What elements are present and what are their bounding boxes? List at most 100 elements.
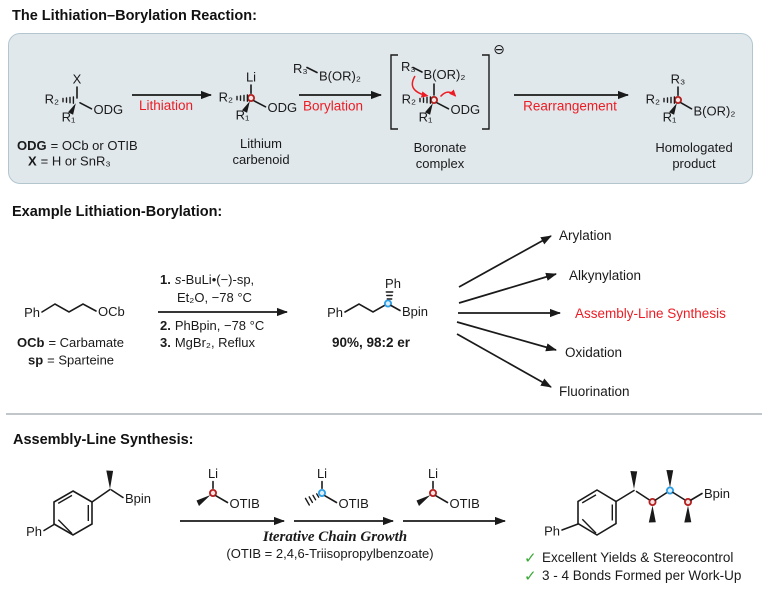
iterative-chain-growth-caption: Iterative Chain Growth bbox=[262, 529, 407, 545]
bpin-label: Bpin bbox=[704, 486, 730, 501]
yield-label: 90%, 98:2 er bbox=[332, 335, 411, 350]
bond bbox=[654, 491, 668, 501]
wedge-bond bbox=[242, 101, 250, 113]
fan-arrow bbox=[456, 333, 552, 388]
double-bond bbox=[57, 494, 89, 535]
bond bbox=[412, 66, 423, 73]
bond bbox=[110, 489, 124, 499]
section3-title: Assembly-Line Synthesis: bbox=[13, 432, 194, 448]
step-label-rearrangement: Rearrangement bbox=[523, 99, 617, 114]
bond-chain bbox=[344, 303, 387, 313]
hash-bond bbox=[419, 96, 432, 104]
otib-label: OTIB bbox=[230, 496, 260, 511]
bond bbox=[253, 100, 267, 108]
odg-label: ODG bbox=[94, 102, 124, 117]
step-number: 1. bbox=[160, 272, 171, 287]
reagent-carbenoid-2: Li OTIB bbox=[304, 466, 369, 511]
r1-label: R₁ bbox=[62, 110, 76, 125]
bracket-right bbox=[482, 54, 490, 130]
ocb-term: OCb bbox=[17, 335, 45, 350]
odg-label: ODG bbox=[451, 102, 481, 117]
branch-oxidation: Oxidation bbox=[565, 345, 622, 360]
r2-label: R₂ bbox=[45, 92, 59, 107]
odg-definition: ODG= OCb or OTIB bbox=[17, 138, 138, 153]
structure-homologated-product: R₃ R₂ R₁ B(OR)₂ Homologated product bbox=[646, 72, 736, 172]
structure-assembly-product: Ph Bpin bbox=[544, 470, 730, 539]
stereocenter-dot-red bbox=[209, 489, 217, 497]
ph-label: Ph bbox=[544, 524, 560, 539]
wedge-bond-methyl bbox=[684, 505, 692, 523]
odg-term: ODG bbox=[17, 138, 47, 153]
r1-label: R₁ bbox=[419, 110, 433, 125]
benzene-ring bbox=[53, 490, 93, 536]
caption-line1: Lithium bbox=[240, 136, 282, 151]
caption-line2: carbenoid bbox=[232, 152, 289, 167]
li-label: Li bbox=[428, 466, 438, 481]
ph-substituent-label: Ph bbox=[385, 276, 401, 291]
bond bbox=[91, 488, 111, 503]
step-label-lithiation: Lithiation bbox=[139, 98, 193, 113]
li-label: Li bbox=[246, 70, 256, 85]
benzene-ring bbox=[577, 489, 617, 536]
sp-definition: sp= Sparteine bbox=[28, 353, 114, 368]
fan-arrow bbox=[458, 235, 552, 288]
otib-label: OTIB bbox=[450, 496, 480, 511]
wedge-bond-methyl bbox=[630, 471, 638, 489]
sp-rest: = Sparteine bbox=[47, 353, 114, 368]
r2-label: R₂ bbox=[402, 92, 416, 107]
structure-starting-material: X R₂ R₁ ODG bbox=[45, 72, 124, 125]
wedge-bond-methyl bbox=[106, 470, 114, 489]
bond bbox=[672, 491, 686, 501]
reagent-text: MgBr₂, Reflux bbox=[175, 335, 256, 350]
hash-bond bbox=[385, 291, 394, 300]
r3-reagent-label: R₃ bbox=[293, 61, 308, 76]
r2-label: R₂ bbox=[646, 92, 660, 107]
stereocenter-dot-red bbox=[684, 497, 693, 506]
bracket-left bbox=[390, 54, 398, 130]
bond bbox=[79, 102, 93, 110]
double-bond bbox=[581, 494, 613, 534]
bond bbox=[561, 523, 579, 531]
ocb-definition: OCb= Carbamate bbox=[17, 335, 124, 350]
stereocenter-dot-blue bbox=[383, 299, 392, 308]
electron-arrow-migration bbox=[411, 75, 429, 98]
ocb-rest: = Carbamate bbox=[48, 335, 124, 350]
x-rest: = H or SnR₃ bbox=[41, 154, 111, 169]
branch-alkynylation: Alkynylation bbox=[569, 268, 641, 283]
r2-label: R₂ bbox=[219, 90, 233, 105]
reagent-carbenoid-1: Li OTIB bbox=[196, 466, 260, 511]
wedge-bond bbox=[68, 103, 76, 115]
conditions-line3: 2.PhBpin, −78 °C bbox=[160, 318, 264, 333]
x-term: X bbox=[28, 154, 37, 169]
checkmark-icon: ✓ bbox=[524, 568, 537, 585]
otib-definition: (OTIB = 2,4,6-Triisopropylbenzoate) bbox=[226, 546, 433, 561]
r3-label: R₃ bbox=[671, 72, 686, 87]
caption-line1: Homologated bbox=[655, 140, 732, 155]
odg-label: ODG bbox=[268, 100, 298, 115]
fan-arrow bbox=[458, 272, 557, 304]
bpin-label: Bpin bbox=[402, 304, 428, 319]
bond bbox=[680, 102, 693, 110]
x-definition: X = H or SnR₃ bbox=[28, 154, 111, 169]
checkmark-icon: ✓ bbox=[524, 550, 537, 567]
caption-line2: product bbox=[672, 156, 716, 171]
benefit-text: Excellent Yields & Stereocontrol bbox=[542, 550, 733, 565]
bond bbox=[635, 490, 651, 501]
benefits-list: ✓ Excellent Yields & Stereocontrol ✓ 3 -… bbox=[524, 550, 741, 585]
stereocenter-dot-red bbox=[674, 96, 682, 104]
branch-arylation: Arylation bbox=[559, 228, 612, 243]
hash-bond bbox=[663, 96, 676, 104]
wedge-bond bbox=[425, 103, 433, 115]
ph-label: Ph bbox=[24, 305, 40, 320]
stereocenter-dot-red bbox=[247, 94, 255, 102]
structure-boronate-complex: R₃ B(OR)₂ R₂ R₁ ODG bbox=[401, 59, 480, 125]
bond-chain bbox=[41, 303, 97, 313]
bond bbox=[43, 523, 55, 532]
bond bbox=[615, 489, 635, 503]
reagent-text: -BuLi•(−)-sp, bbox=[181, 272, 254, 287]
substituent-x-label: X bbox=[73, 72, 82, 87]
italic-s: s bbox=[175, 272, 182, 287]
conditions-line2: Et₂O, −78 °C bbox=[177, 290, 252, 305]
stereocenter-dot-blue bbox=[666, 486, 675, 495]
